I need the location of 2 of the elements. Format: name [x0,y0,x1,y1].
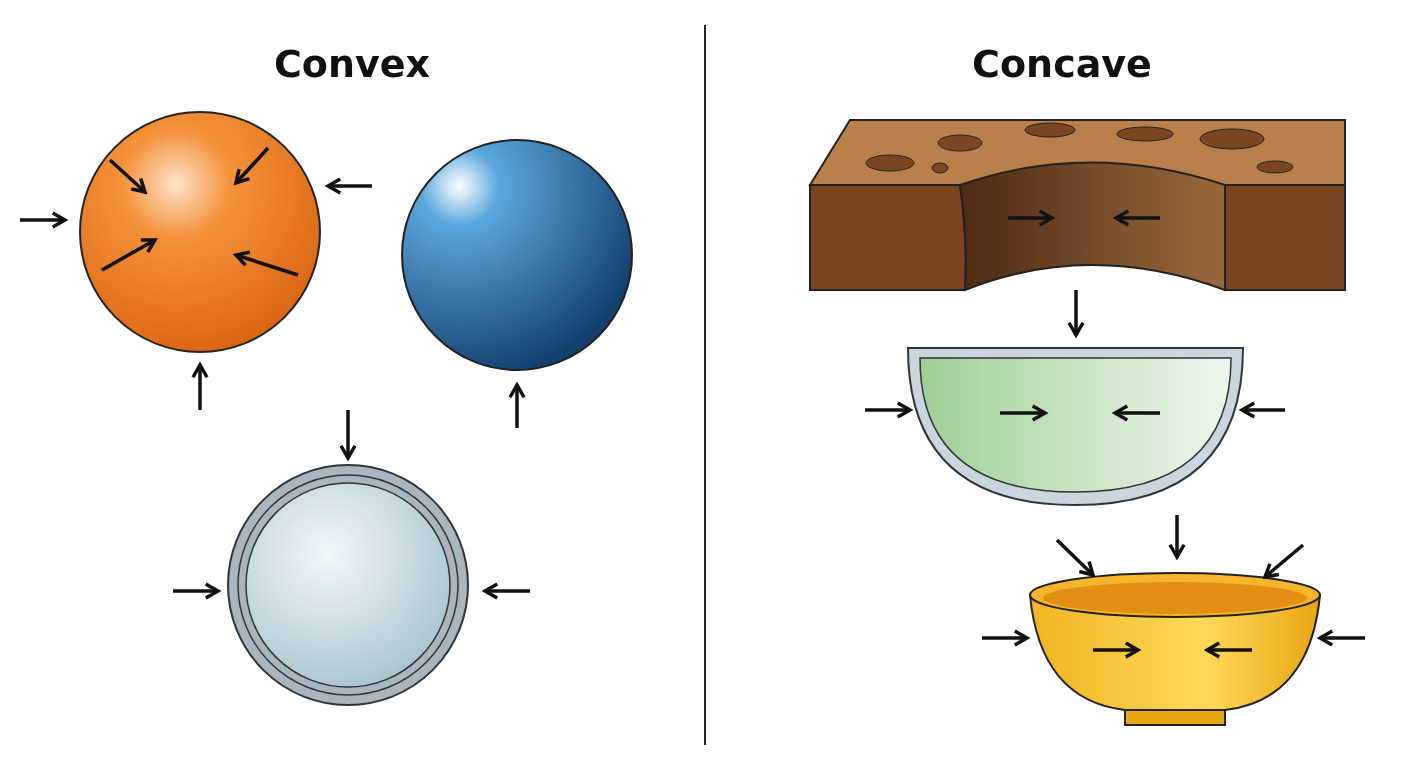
heading: Concave [972,42,1152,86]
heading: Convex [273,42,431,86]
